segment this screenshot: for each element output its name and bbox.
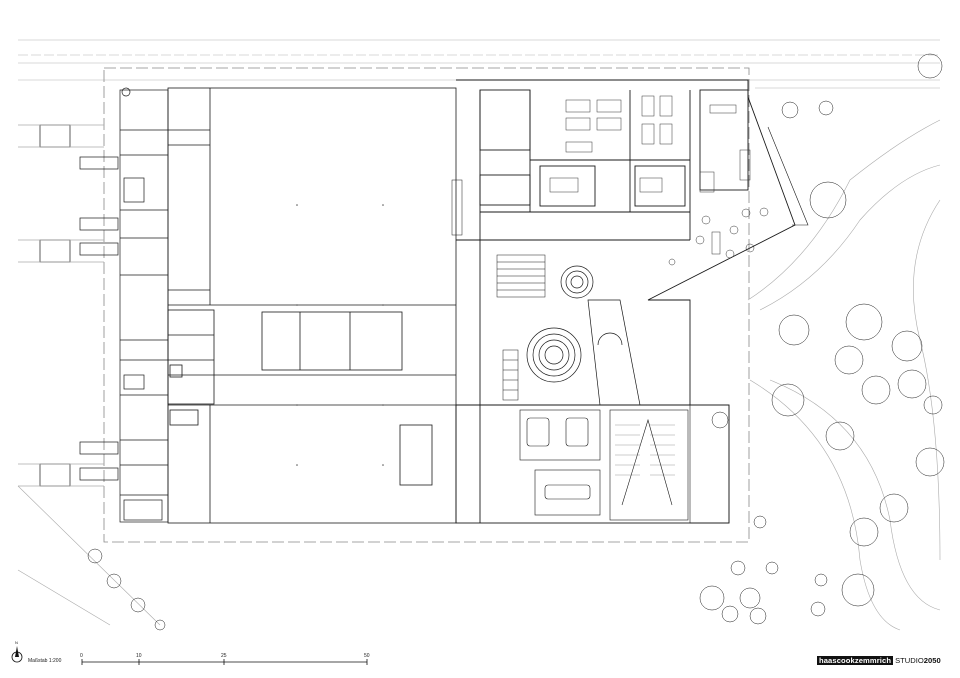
scale-tick-25: 25	[221, 653, 227, 659]
landscape-paths	[17, 119, 941, 631]
office-desks	[549, 95, 751, 193]
branding: haascookzemmrich STUDIO2050	[817, 656, 941, 665]
studio-suffix: 2050	[923, 656, 941, 665]
scale-label: Maßstab 1:200	[28, 658, 62, 664]
auditorium-seats	[615, 424, 675, 476]
column-grid	[296, 204, 384, 466]
firm-logo: haascookzemmrich	[817, 656, 894, 665]
scale-tick-50: 50	[364, 653, 370, 659]
studio-logo: STUDIO2050	[893, 656, 941, 665]
cafe-tables	[668, 207, 769, 266]
north-label: N	[15, 640, 18, 645]
trees	[87, 53, 945, 631]
studio-prefix: STUDIO	[895, 656, 924, 665]
loading-docks	[18, 124, 119, 487]
north-arrow-icon	[11, 646, 23, 663]
stairs	[451, 179, 546, 401]
scale-bar	[81, 659, 368, 665]
glass-facade	[767, 126, 809, 226]
road-lines	[18, 39, 940, 89]
scale-tick-10: 10	[136, 653, 142, 659]
north-arrow	[10, 643, 24, 670]
west-service-strip	[119, 87, 169, 523]
scale-tick-0: 0	[80, 653, 83, 659]
office-wing	[455, 79, 796, 524]
site-boundary	[103, 67, 750, 543]
atrium	[526, 265, 641, 406]
meeting-rooms	[519, 404, 730, 524]
main-hall	[167, 87, 457, 524]
